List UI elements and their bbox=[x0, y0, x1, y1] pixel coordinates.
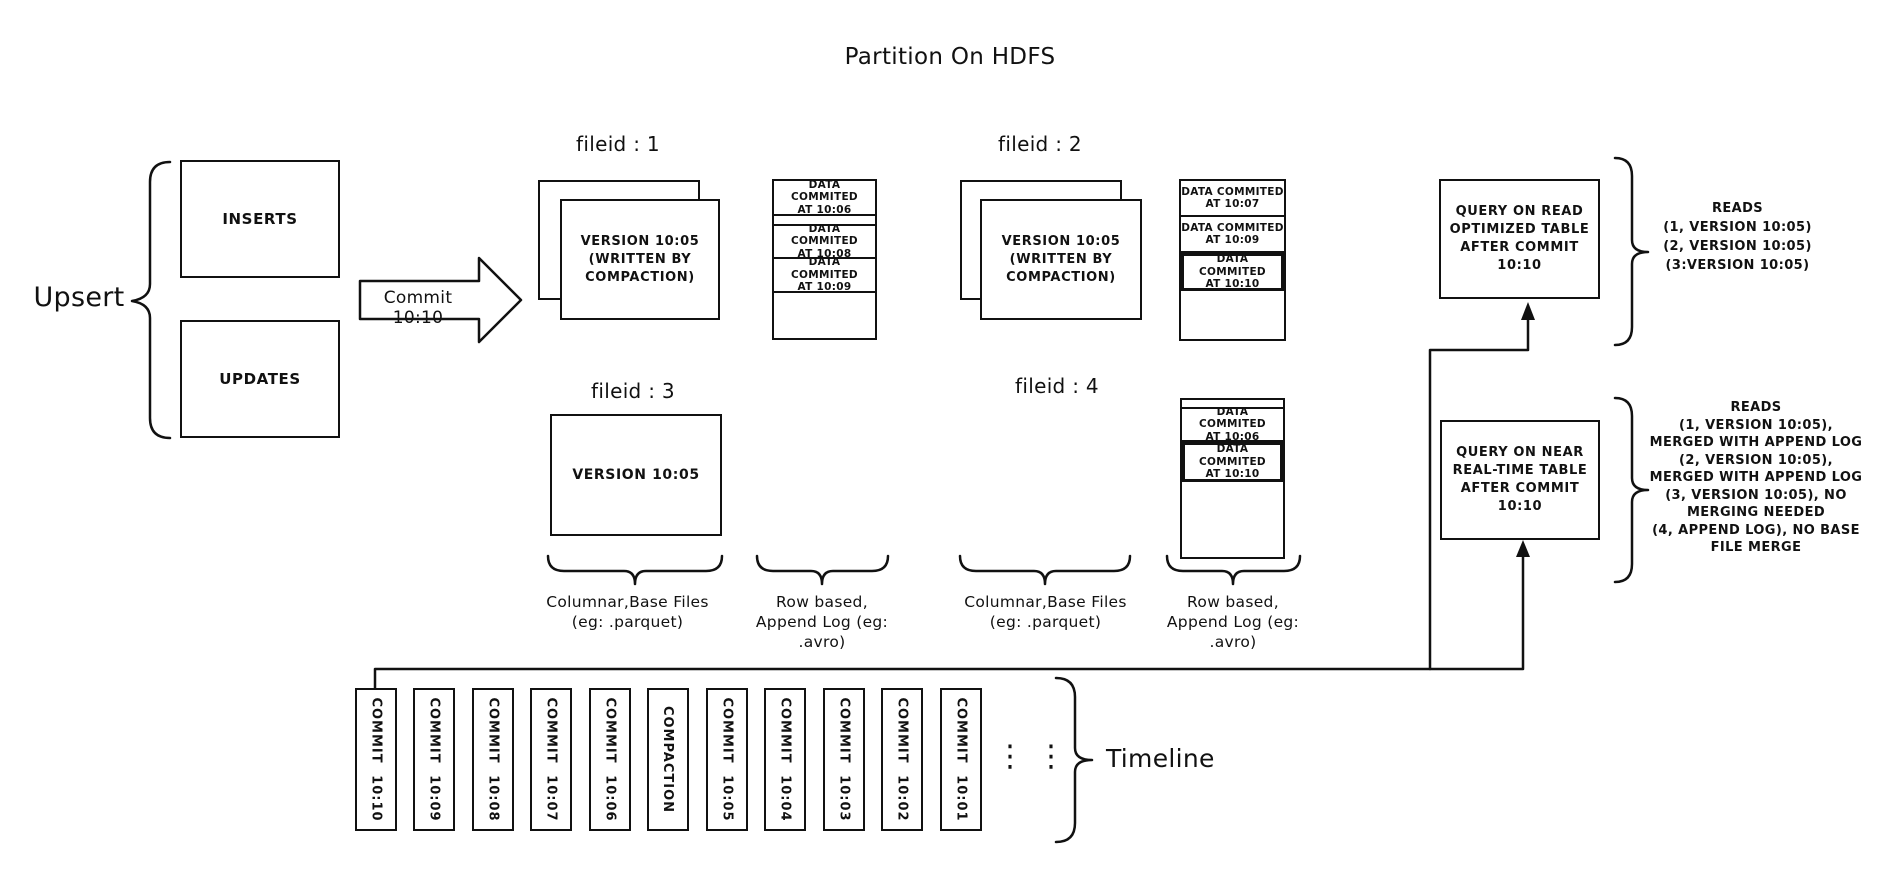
row-append-log-label-1: Row based, Append Log (eg: .avro) bbox=[755, 593, 889, 651]
timeline-ellipsis: ⋮ bbox=[995, 739, 1025, 774]
commit-arrow-shape bbox=[358, 256, 523, 344]
log-segment: DATA COMMITED AT 10:09 bbox=[1181, 217, 1284, 253]
log-segment-empty bbox=[1182, 400, 1283, 409]
timeline-commit-box: COMMIT 10:09 bbox=[413, 688, 455, 831]
upsert-brace bbox=[130, 160, 172, 440]
timeline-commit-box: COMMIT 10:03 bbox=[823, 688, 865, 831]
timeline-commit-label: COMMIT 10:08 bbox=[485, 697, 501, 822]
query-near-realtime-box: QUERY ON NEAR REAL-TIME TABLE AFTER COMM… bbox=[1440, 420, 1600, 540]
timeline-commit-box: COMMIT 10:08 bbox=[472, 688, 514, 831]
timeline-commit-label: COMMIT 10:03 bbox=[836, 697, 852, 822]
timeline-commit-box: COMMIT 10:05 bbox=[706, 688, 748, 831]
log-segment: DATA COMMITED AT 10:08 bbox=[774, 223, 875, 260]
fileid4-log-file: DATA COMMITED AT 10:06 DATA COMMITED AT … bbox=[1180, 398, 1285, 559]
rowlog-brace-2 bbox=[1165, 554, 1302, 586]
log-segment-empty bbox=[774, 216, 875, 226]
columnar-base-files-label-1: Columnar,Base Files (eg: .parquet) bbox=[546, 593, 709, 631]
log-segment: DATA COMMITED AT 10:06 bbox=[1182, 406, 1283, 443]
timeline-commit-label: COMMIT 10:01 bbox=[953, 697, 969, 822]
timeline-commit-label: COMMIT 10:07 bbox=[543, 697, 559, 822]
reads-annotation-1: READS (1, VERSION 10:05) (2, VERSION 10:… bbox=[1663, 201, 1812, 273]
timeline-label: Timeline bbox=[1106, 744, 1215, 773]
row-append-log-label-2: Row based, Append Log (eg: .avro) bbox=[1166, 593, 1300, 651]
inserts-box: INSERTS bbox=[180, 160, 340, 278]
columnar-base-files-label-2: Columnar,Base Files (eg: .parquet) bbox=[964, 593, 1127, 631]
timeline-brace bbox=[1054, 676, 1094, 844]
timeline-commit-box: COMMIT 10:07 bbox=[530, 688, 572, 831]
diagram-title: Partition On HDFS bbox=[844, 44, 1056, 70]
log-segment: DATA COMMITED AT 10:09 bbox=[774, 256, 875, 293]
fileid3-label: fileid : 3 bbox=[591, 379, 675, 403]
arrowhead-read-optimized bbox=[1521, 302, 1535, 320]
timeline-commit-label: COMMIT 10:02 bbox=[894, 697, 910, 822]
arrowhead-near-realtime bbox=[1516, 540, 1530, 557]
timeline-commit-box: COMMIT 10:06 bbox=[589, 688, 631, 831]
timeline-commit-label: COMMIT 10:06 bbox=[602, 697, 618, 822]
fileid2-base-file: VERSION 10:05 (WRITTEN BY COMPACTION) bbox=[980, 199, 1142, 320]
timeline-commit-box: COMMIT 10:02 bbox=[881, 688, 923, 831]
fileid3-base-file: VERSION 10:05 bbox=[550, 414, 722, 536]
log-segment-latest: DATA COMMITED AT 10:10 bbox=[1182, 442, 1283, 482]
timeline-compaction-label: COMPACTION bbox=[660, 705, 676, 814]
updates-box: UPDATES bbox=[180, 320, 340, 438]
fileid1-label: fileid : 1 bbox=[576, 132, 660, 156]
timeline-commit-label: COMMIT 10:04 bbox=[777, 697, 793, 822]
reads-brace-1 bbox=[1613, 156, 1650, 347]
columnar-brace-1 bbox=[546, 554, 724, 586]
log-segment-latest: DATA COMMITED AT 10:10 bbox=[1181, 253, 1284, 291]
columnar-brace-2 bbox=[958, 554, 1132, 586]
timeline-commit-label: COMMIT 10:05 bbox=[719, 697, 735, 822]
commit-arrow-label: Commit 10:10 bbox=[383, 288, 453, 328]
fileid2-label: fileid : 2 bbox=[998, 132, 1082, 156]
log-segment: DATA COMMITED AT 10:06 bbox=[774, 179, 875, 216]
timeline-compaction-box: COMPACTION bbox=[647, 688, 689, 831]
timeline-to-nearrealtime-line bbox=[373, 554, 1525, 690]
timeline-commit-label: COMMIT 10:10 bbox=[368, 697, 384, 822]
rowlog-brace-1 bbox=[755, 554, 890, 586]
upsert-label: Upsert bbox=[33, 282, 125, 313]
timeline-commit-box: COMMIT 10:01 bbox=[940, 688, 982, 831]
reads-annotation-2: READS (1, VERSION 10:05), MERGED WITH AP… bbox=[1649, 400, 1863, 555]
query-read-optimized-box: QUERY ON READ OPTIMIZED TABLE AFTER COMM… bbox=[1439, 179, 1600, 299]
timeline-commit-box: COMMIT 10:10 bbox=[355, 688, 397, 831]
timeline-to-readoptimized-line bbox=[1428, 317, 1530, 671]
log-segment: DATA COMMITED AT 10:07 bbox=[1181, 181, 1284, 217]
reads-brace-2 bbox=[1613, 396, 1650, 584]
timeline-commit-box: COMMIT 10:04 bbox=[764, 688, 806, 831]
timeline-ellipsis: ⋮ bbox=[1036, 739, 1066, 774]
timeline-commit-label: COMMIT 10:09 bbox=[426, 697, 442, 822]
fileid2-log-file: DATA COMMITED AT 10:07 DATA COMMITED AT … bbox=[1179, 179, 1286, 341]
fileid1-base-file: VERSION 10:05 (WRITTEN BY COMPACTION) bbox=[560, 199, 720, 320]
fileid4-label: fileid : 4 bbox=[1015, 374, 1099, 398]
fileid1-log-file: DATA COMMITED AT 10:06 DATA COMMITED AT … bbox=[772, 179, 877, 340]
